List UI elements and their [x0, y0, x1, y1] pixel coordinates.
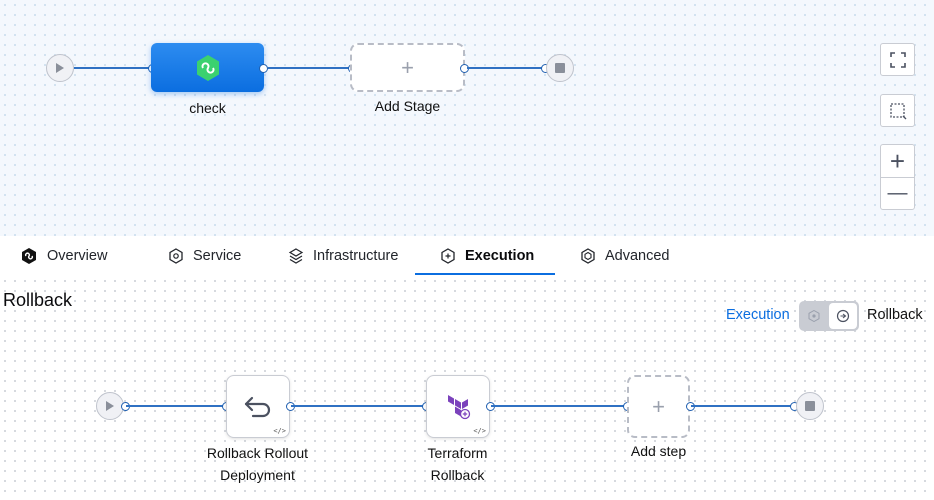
execution-rollback-toggle[interactable]	[799, 301, 859, 331]
fullscreen-icon	[889, 51, 906, 68]
pipeline-start-node	[46, 54, 74, 82]
infrastructure-icon	[288, 248, 304, 264]
tab-execution[interactable]: Execution	[440, 236, 534, 276]
tab-label: Advanced	[605, 248, 670, 264]
connector-line	[126, 405, 226, 407]
step-label: Rollback Rollout Deployment	[190, 442, 325, 486]
toggle-knob	[829, 303, 857, 329]
add-step-label: Add step	[630, 443, 687, 459]
tab-service[interactable]: Service	[168, 236, 241, 276]
tab-overview[interactable]: Overview	[20, 236, 107, 276]
terraform-icon	[448, 394, 471, 419]
plus-icon: +	[652, 393, 665, 419]
tab-label: Infrastructure	[313, 248, 399, 264]
execution-toggle-icon	[808, 310, 820, 322]
step-label: Terraform Rollback	[400, 442, 515, 486]
service-icon	[169, 248, 183, 264]
advanced-icon	[581, 248, 595, 264]
pipeline-end-node	[546, 54, 574, 82]
step-label-line: Deployment	[220, 467, 295, 483]
stage-check[interactable]	[151, 43, 264, 92]
connector-line	[291, 405, 424, 407]
zoom-in-button[interactable]: +	[880, 144, 915, 178]
zoom-out-button[interactable]: —	[880, 177, 915, 210]
step-label-line: Terraform	[427, 445, 488, 461]
fit-to-screen-button[interactable]	[880, 43, 915, 76]
add-step-button[interactable]: +	[627, 375, 690, 438]
connector-line	[467, 67, 544, 69]
code-icon: </>	[273, 427, 286, 435]
tab-infrastructure[interactable]: Infrastructure	[288, 236, 398, 276]
plus-icon: +	[401, 54, 414, 80]
tab-label: Overview	[47, 248, 108, 264]
active-tab-indicator	[415, 273, 555, 275]
toggle-rollback-label[interactable]: Rollback	[867, 307, 923, 323]
rollback-toggle-icon	[836, 309, 850, 323]
connector-line	[74, 67, 150, 69]
stop-icon	[555, 63, 565, 73]
stop-icon	[805, 401, 815, 411]
toggle-execution-label[interactable]: Execution	[726, 307, 790, 323]
stage-tabs: Overview Service Infrastructure Executio…	[0, 236, 934, 277]
code-icon: </>	[473, 427, 486, 435]
execution-start-node	[96, 392, 124, 420]
play-icon	[56, 63, 64, 73]
overview-icon	[22, 248, 36, 264]
rollback-arrow-icon	[244, 396, 271, 417]
execution-end-node	[796, 392, 824, 420]
connector-line	[491, 405, 626, 407]
add-stage-button[interactable]: +	[350, 43, 465, 92]
step-rollback-rollout-deployment[interactable]: </>	[226, 375, 290, 438]
connector-line	[268, 67, 350, 69]
step-label-line: Rollback	[430, 467, 485, 483]
tab-label: Service	[193, 248, 242, 264]
section-title: Rollback	[3, 290, 73, 310]
execution-icon	[441, 248, 455, 264]
ci-stage-icon	[196, 54, 219, 81]
stage-name: check	[189, 100, 226, 116]
tab-label: Execution	[465, 248, 535, 264]
step-terraform-rollback[interactable]: </>	[426, 375, 490, 438]
add-stage-label: Add Stage	[374, 98, 441, 114]
selection-box-icon	[889, 102, 906, 119]
select-area-button[interactable]	[880, 94, 915, 127]
tab-advanced[interactable]: Advanced	[580, 236, 670, 276]
zoom-out-icon: —	[887, 182, 908, 204]
play-icon	[106, 401, 114, 411]
connector-port	[259, 64, 268, 73]
connector-line	[691, 405, 791, 407]
pipeline-canvas[interactable]	[0, 0, 934, 236]
step-label-line: Rollback Rollout	[206, 445, 309, 461]
zoom-in-icon: +	[889, 145, 906, 176]
